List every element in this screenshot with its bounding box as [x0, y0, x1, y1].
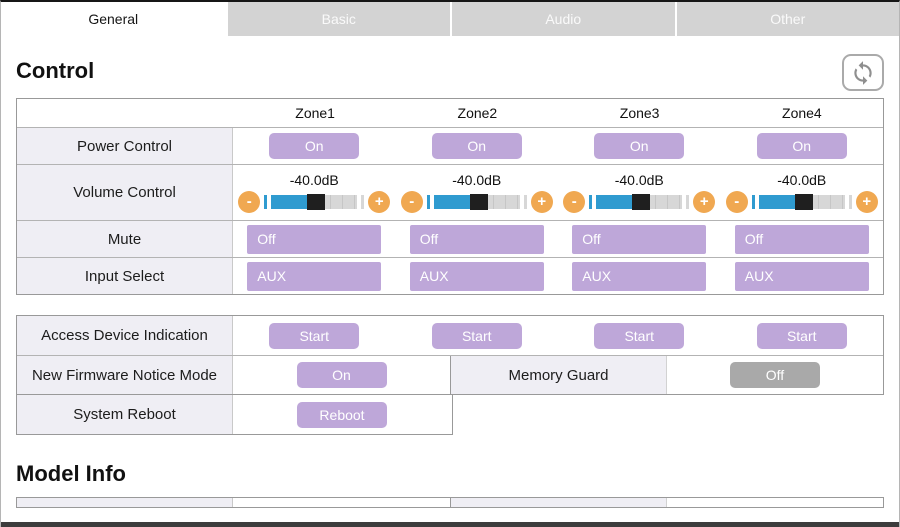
control-section-title: Control: [16, 58, 95, 83]
volume-zone4-minus-button[interactable]: -: [725, 191, 748, 213]
zone2-header: Zone2: [457, 105, 498, 121]
slider-left-cap: [426, 195, 430, 209]
zone-header-row: Zone1 Zone2 Zone3 Zone4: [17, 99, 883, 127]
memory-guard-button[interactable]: Off: [730, 362, 820, 388]
input-select-label: Input Select: [17, 258, 233, 294]
slider-fill: [271, 195, 308, 209]
volume-zone1-slider[interactable]: [271, 194, 358, 210]
volume-zone3-minus-button[interactable]: -: [563, 191, 586, 213]
power-control-row: Power Control On On On On: [17, 127, 883, 164]
system-reboot-row: System Reboot Reboot: [16, 395, 453, 435]
slider-left-cap: [751, 195, 755, 209]
zone3-header: Zone3: [619, 105, 660, 121]
slider-right-cap: [361, 195, 365, 209]
access-device-label: Access Device Indication: [17, 316, 233, 355]
volume-zone4-slider[interactable]: [758, 194, 845, 210]
mute-zone3-select[interactable]: Off: [572, 224, 707, 254]
volume-zone3-slider-thumb[interactable]: [632, 194, 651, 210]
tab-audio[interactable]: Audio: [450, 2, 675, 36]
slider-right-cap: [523, 195, 527, 209]
volume-zone3-plus-button[interactable]: +: [693, 191, 716, 213]
slider-left-cap: [589, 195, 593, 209]
access-zone1-start-button[interactable]: Start: [269, 322, 360, 349]
model-info-label-cell: [17, 498, 233, 507]
input-zone3-select[interactable]: AUX: [572, 261, 707, 291]
power-zone1-button[interactable]: On: [269, 133, 360, 159]
firmware-notice-label: New Firmware Notice Mode: [17, 356, 233, 394]
refresh-button[interactable]: [842, 54, 884, 91]
system-reboot-button[interactable]: Reboot: [297, 401, 387, 428]
input-select-row: Input Select AUX AUX AUX AUX: [17, 257, 883, 294]
mute-zone1-select[interactable]: Off: [247, 224, 382, 254]
volume-zone1-value: -40.0dB: [289, 172, 339, 188]
volume-zone1-slider-thumb[interactable]: [307, 194, 326, 210]
slider-fill: [433, 195, 470, 209]
power-zone3-button[interactable]: On: [594, 133, 685, 159]
tab-basic[interactable]: Basic: [225, 2, 450, 36]
firmware-notice-button[interactable]: On: [296, 362, 387, 388]
volume-zone1-plus-button[interactable]: +: [368, 191, 391, 213]
memory-guard-label: Memory Guard: [451, 356, 667, 394]
system-reboot-label: System Reboot: [17, 395, 233, 434]
model-info-label-cell: [451, 498, 667, 507]
model-info-table: [16, 497, 884, 508]
firmware-memory-row: New Firmware Notice Mode On Memory Guard…: [17, 355, 883, 394]
model-info-section-title: Model Info: [16, 461, 126, 486]
model-info-value-cell: [233, 498, 451, 507]
power-zone4-button[interactable]: On: [756, 133, 847, 159]
power-control-label: Power Control: [17, 128, 233, 164]
volume-zone4-slider-thumb[interactable]: [794, 194, 813, 210]
power-zone2-button[interactable]: On: [431, 133, 522, 159]
tab-bar: General Basic Audio Other: [1, 2, 899, 36]
volume-zone2-slider-thumb[interactable]: [469, 194, 488, 210]
control-table: Zone1 Zone2 Zone3 Zone4 Power Control On…: [16, 98, 884, 295]
tab-other[interactable]: Other: [674, 2, 899, 36]
volume-zone4-value: -40.0dB: [777, 172, 827, 188]
model-info-value-cell: [667, 498, 883, 507]
volume-control-row: Volume Control -40.0dB - +: [17, 164, 883, 220]
input-zone1-select[interactable]: AUX: [247, 261, 382, 291]
access-zone4-start-button[interactable]: Start: [756, 322, 847, 349]
zone4-header: Zone4: [782, 105, 822, 121]
slider-right-cap: [848, 195, 852, 209]
access-zone2-start-button[interactable]: Start: [431, 322, 522, 349]
volume-control-label: Volume Control: [17, 165, 233, 220]
volume-zone2-value: -40.0dB: [452, 172, 502, 188]
zone1-header: Zone1: [295, 105, 335, 121]
device-settings-table: Access Device Indication Start Start Sta…: [16, 315, 884, 395]
slider-right-cap: [686, 195, 690, 209]
bottom-edge-strip: [1, 522, 899, 527]
refresh-icon: [850, 60, 876, 86]
volume-zone3-value: -40.0dB: [614, 172, 664, 188]
slider-left-cap: [264, 195, 268, 209]
mute-row: Mute Off Off Off Off: [17, 220, 883, 257]
mute-label: Mute: [17, 221, 233, 257]
zone-header-spacer: [17, 99, 234, 127]
volume-zone2-plus-button[interactable]: +: [530, 191, 553, 213]
volume-zone3-slider[interactable]: [596, 194, 683, 210]
volume-zone4-plus-button[interactable]: +: [855, 191, 878, 213]
tab-general[interactable]: General: [1, 2, 226, 36]
mute-zone2-select[interactable]: Off: [409, 224, 544, 254]
mute-zone4-select[interactable]: Off: [734, 224, 869, 254]
input-zone4-select[interactable]: AUX: [734, 261, 869, 291]
volume-zone2-minus-button[interactable]: -: [400, 191, 423, 213]
volume-zone1-minus-button[interactable]: -: [238, 191, 261, 213]
access-zone3-start-button[interactable]: Start: [594, 322, 685, 349]
slider-fill: [596, 195, 633, 209]
volume-zone2-slider[interactable]: [433, 194, 520, 210]
access-device-row: Access Device Indication Start Start Sta…: [17, 316, 883, 355]
input-zone2-select[interactable]: AUX: [409, 261, 544, 291]
slider-fill: [758, 195, 795, 209]
